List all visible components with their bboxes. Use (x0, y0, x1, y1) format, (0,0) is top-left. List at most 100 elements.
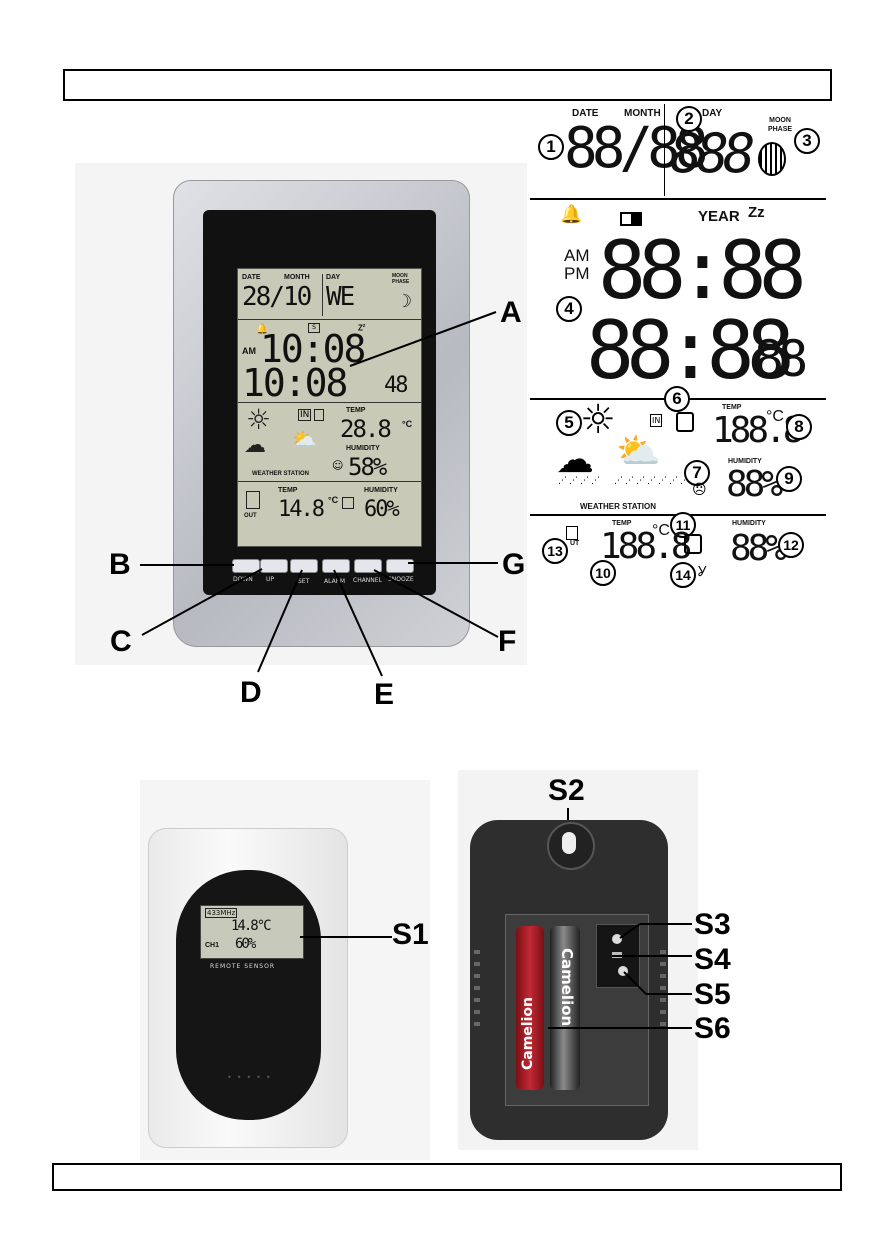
lcd-day-value: WE (326, 282, 355, 312)
low-battery-icon (620, 212, 642, 226)
number-9: 9 (776, 466, 802, 492)
set-button-label: SET (298, 578, 310, 585)
callout-e: E (374, 678, 395, 711)
lcd-outdoor-temp: 14.8 (278, 497, 325, 522)
diagram-date-label: DATE (572, 108, 599, 119)
lcd-moon-phase-label: MOON PHASE (392, 273, 410, 285)
console-callout-lines (140, 311, 499, 677)
console-lcd: DATE MONTH DAY MOON PHASE 28/10 WE ☽ 🔔 S… (237, 268, 422, 547)
outdoor-house-icon-diagram (566, 526, 578, 540)
lcd-time-seconds: 48 (384, 373, 408, 398)
battery-2 (550, 926, 580, 1090)
lcd-outdoor-temp-unit: °C (328, 495, 339, 505)
lcd-temp-label: TEMP (346, 407, 366, 414)
number-12: 12 (778, 532, 804, 558)
callout-s4: S4 (694, 943, 731, 976)
channel-button-label: CHANNEL (353, 577, 382, 584)
footer-box (52, 1163, 842, 1191)
diagram-month-label: MONTH (624, 108, 661, 119)
cloudy-icon: ☁ (556, 437, 594, 481)
sun-icon: ☼ (246, 403, 272, 436)
diagram-weather-station-label: WEATHER STATION (580, 502, 656, 511)
diagram-divider-v (664, 104, 665, 196)
sensor-led-dots: ••••• (227, 1073, 276, 1082)
sensor-frequency: 433MHz (205, 908, 238, 918)
rain-drops-left: ⋰⋰⋰⋰ (558, 476, 602, 486)
callout-d: D (240, 676, 262, 709)
diagram-indoor-unit: °C (766, 408, 784, 425)
snooze-button[interactable] (386, 559, 414, 573)
antenna-icon: Ỿ (698, 564, 707, 580)
bell-icon: 🔔 (256, 324, 269, 335)
tx-button[interactable] (618, 966, 628, 976)
sensor-lcd: 433MHz 14.8°C CH1 60% (200, 905, 304, 959)
moon-phase-icon (758, 142, 786, 176)
diagram-divider-1 (530, 198, 826, 200)
diagram-zz: Zz (748, 204, 765, 221)
lcd-am: AM (242, 346, 256, 356)
diagram-out-humidity-label: HUMIDITY (732, 520, 766, 527)
comfort-face-icon-diagram: ☹ (692, 482, 707, 498)
partly-cloudy-icon: ⛅ (292, 427, 317, 451)
diagram-out-label: UT (570, 540, 580, 547)
callout-f: F (498, 625, 517, 658)
trend-icon (314, 409, 324, 421)
sensor-channel: CH1 (205, 942, 220, 949)
up-button[interactable] (260, 559, 288, 573)
diagram-temp-label: TEMP (722, 404, 742, 411)
side-grips-right (660, 950, 666, 1030)
lcd-date-label: DATE (242, 274, 261, 281)
callout-a: A (500, 296, 522, 329)
diagram-outdoor-unit: °C (652, 522, 670, 539)
outdoor-trend-icon (342, 497, 354, 509)
header-box (63, 69, 832, 101)
set-button[interactable] (290, 559, 318, 573)
callout-s2: S2 (548, 774, 585, 807)
number-7: 7 (684, 460, 710, 486)
battery-1 (516, 926, 544, 1090)
number-11: 11 (670, 512, 696, 538)
cloud-icon: ☁ (244, 433, 266, 458)
sunny-icon: ☼ (580, 397, 616, 443)
indoor-trend-icon (676, 412, 694, 432)
up-button-label: UP (266, 576, 275, 583)
lcd-indoor-humidity: 58% (348, 453, 387, 481)
callout-s3: S3 (694, 908, 731, 941)
snooze-button-label: SNOOZE (388, 576, 414, 583)
number-10: 10 (590, 560, 616, 586)
lcd-date-value: 28/10 (242, 282, 312, 312)
diagram-day-label: DAY (702, 108, 723, 119)
number-4: 4 (556, 296, 582, 322)
callout-g: G (502, 548, 526, 581)
callout-s6: S6 (694, 1012, 731, 1045)
comfort-face-icon: ☺ (332, 459, 344, 472)
lcd-outdoor-humidity-label: HUMIDITY (364, 487, 398, 494)
diagram-time-top: 88:88 (598, 224, 807, 317)
callout-b: B (109, 548, 131, 581)
diagram-outdoor-temp: 188.8 (600, 526, 692, 567)
lcd-divider-3 (238, 481, 421, 482)
diagram-time-bottom: 88:88 (586, 304, 795, 397)
lcd-humidity-label: HUMIDITY (346, 445, 380, 452)
sensor-humidity: 60% (235, 936, 256, 952)
diagram-moon-phase-label: MOON PHASE (767, 117, 793, 133)
indoor-home-icon: IN (298, 409, 312, 421)
lcd-out-label: OUT (244, 513, 257, 519)
s1-callout-line (300, 936, 392, 938)
diagram-am: AM (564, 246, 590, 265)
callout-s1: S1 (392, 918, 429, 951)
diagram-seconds: 88 (754, 330, 808, 388)
partly-sunny-icon: ⛅ (616, 431, 661, 472)
lcd-month-label: MONTH (284, 274, 310, 281)
lcd-time-top: 10:08 (260, 327, 366, 371)
number-8: 8 (786, 414, 812, 440)
lcd-weather-station-label: WEATHER STATION (252, 471, 309, 477)
channel-switch[interactable] (612, 934, 622, 944)
lcd-indoor-temp-unit: °C (402, 419, 413, 429)
lcd-divider-2 (238, 402, 421, 403)
sensor-temp: 14.8°C (231, 918, 272, 934)
number-5: 5 (556, 410, 582, 436)
diagram-out-temp-label: TEMP (612, 520, 632, 527)
alarm-button-label: ALARM (324, 578, 346, 585)
side-grips-left (474, 950, 480, 1030)
